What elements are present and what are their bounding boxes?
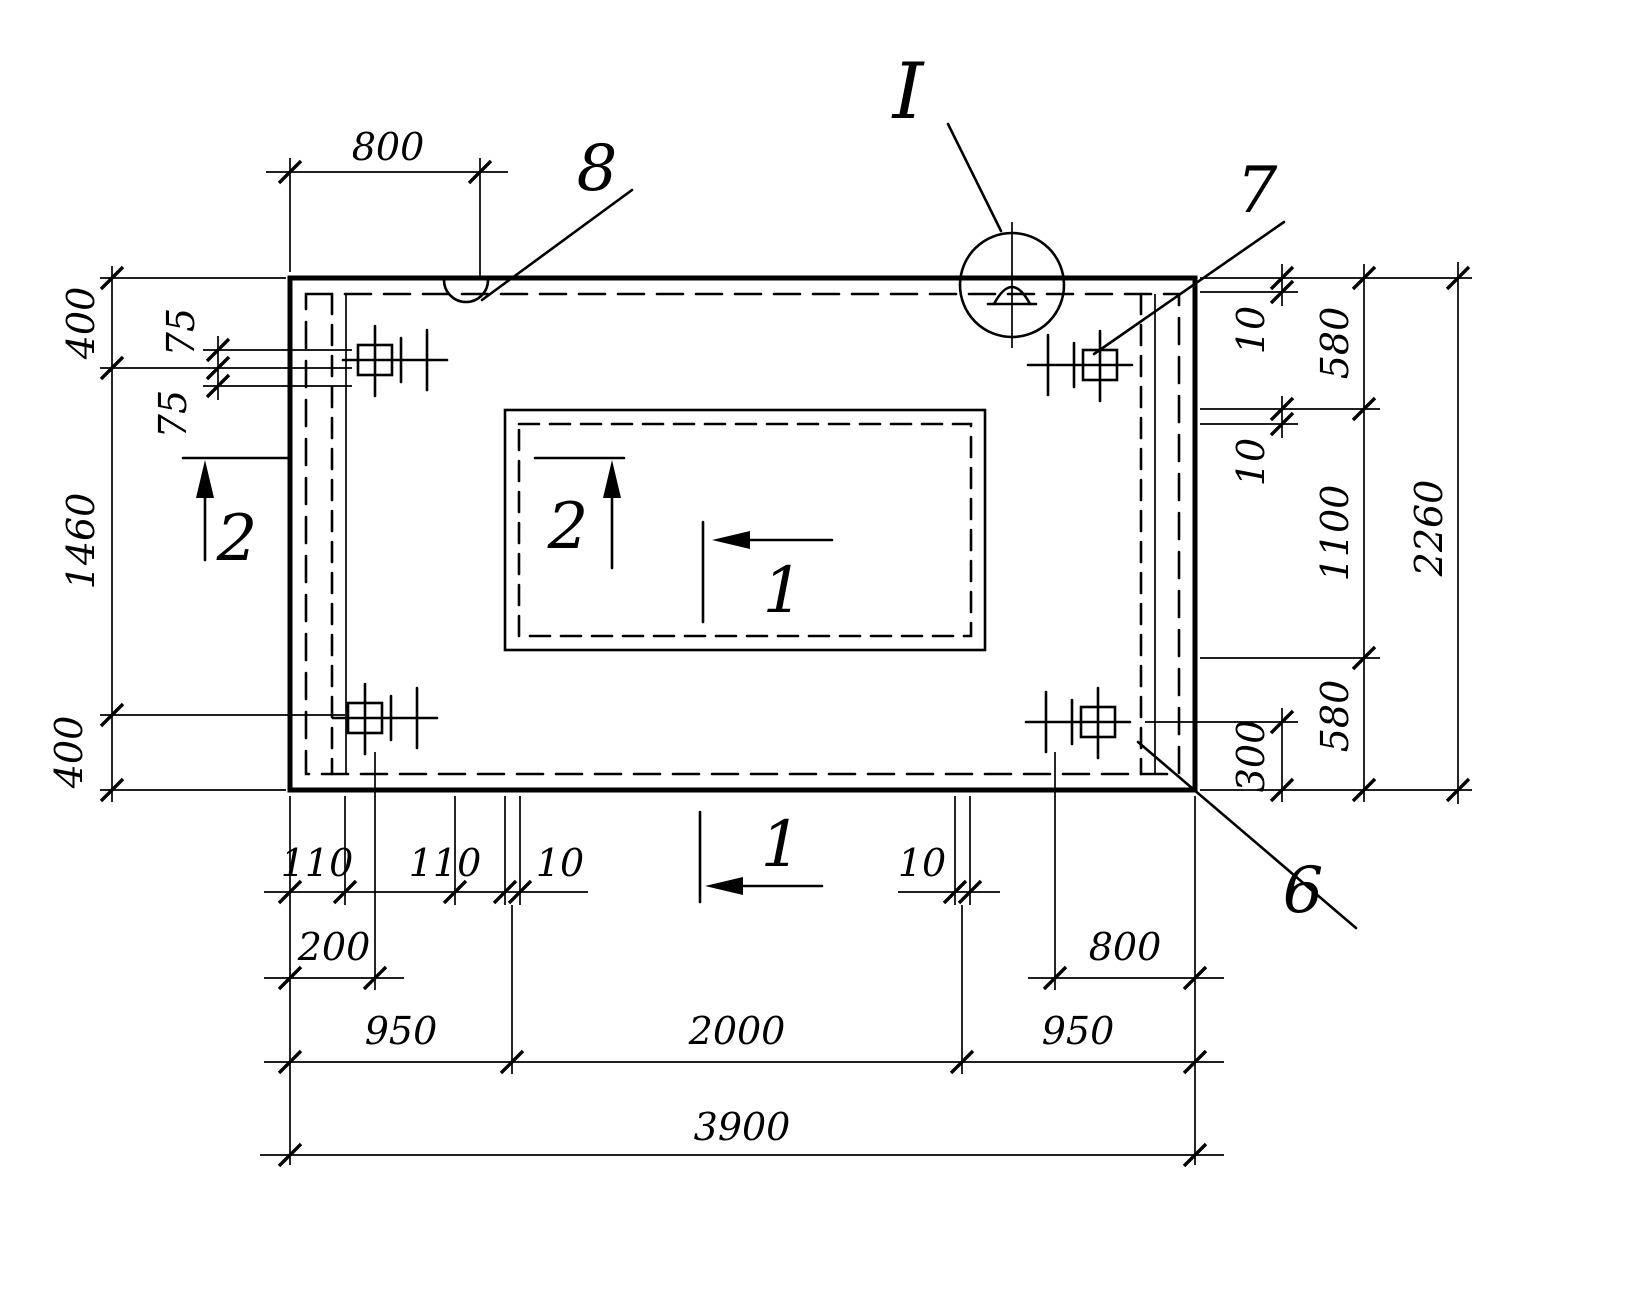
- section-1-inner: [701, 520, 834, 624]
- dim-left-400-top: 400: [59, 287, 103, 361]
- callout-label-8: 8: [577, 132, 618, 206]
- dim-bottom-2000: 2000: [688, 1009, 786, 1053]
- slab-hidden-contour: [304, 292, 1181, 776]
- detail-circle: [958, 222, 1066, 348]
- callout-label-6: 6: [1283, 854, 1324, 928]
- dim-left-1460: 1460: [59, 493, 103, 590]
- anchor-top-right: [1026, 329, 1134, 403]
- dim-bottom-10-left: 10: [536, 841, 584, 885]
- detail-label-I: I: [891, 47, 926, 137]
- extension-lines: [100, 158, 1472, 1165]
- dim-right-580-top: 580: [1313, 307, 1357, 380]
- dim-bottom-200: 200: [297, 925, 371, 969]
- section-1-bottom: [698, 810, 824, 904]
- anchor-bottom-left: [331, 682, 439, 756]
- opening-outline: [503, 408, 987, 652]
- leader-8: [480, 188, 634, 302]
- dim-right-580-bottom: 580: [1313, 680, 1357, 753]
- dim-bottom-800: 800: [1089, 925, 1162, 969]
- dim-right-10-top: 10: [1229, 306, 1273, 354]
- dim-left-75-a: 75: [159, 308, 203, 356]
- leader-detail-I: [946, 122, 1003, 233]
- anchor-top-left: [341, 324, 449, 398]
- dim-bottom-950-right: 950: [1042, 1009, 1115, 1053]
- dim-bottom-950-left: 950: [365, 1009, 438, 1053]
- section-label-2-outer: 2: [216, 502, 258, 576]
- section-2-inner: [533, 456, 626, 570]
- dim-bottom-3900: 3900: [694, 1105, 791, 1149]
- dim-right-10-mid: 10: [1229, 438, 1273, 486]
- dim-bottom-110-b: 110: [409, 841, 482, 885]
- dim-left-400-bottom: 400: [47, 716, 91, 790]
- dim-top-800: 800: [352, 125, 425, 169]
- dimension-ticks: [99, 159, 1471, 1168]
- dim-right-300: 300: [1229, 720, 1273, 793]
- dim-right-1100: 1100: [1313, 485, 1357, 582]
- anchor-bottom-right: [1024, 686, 1132, 760]
- section-label-1-inner: 1: [763, 554, 804, 628]
- dim-left-75-b: 75: [151, 390, 195, 438]
- dim-right-2260: 2260: [1407, 480, 1451, 578]
- leader-7: [1092, 220, 1286, 356]
- edge-notch: [442, 278, 490, 304]
- section-label-2-inner: 2: [547, 490, 589, 564]
- section-label-1-bottom: 1: [761, 808, 802, 882]
- slab-outline: [287, 275, 1198, 793]
- dim-bottom-10-right: 10: [898, 841, 946, 885]
- callout-label-7: 7: [1237, 154, 1278, 228]
- section-2-outer: [181, 456, 292, 562]
- dim-bottom-110-a: 110: [281, 841, 354, 885]
- leader-6: [1136, 740, 1358, 930]
